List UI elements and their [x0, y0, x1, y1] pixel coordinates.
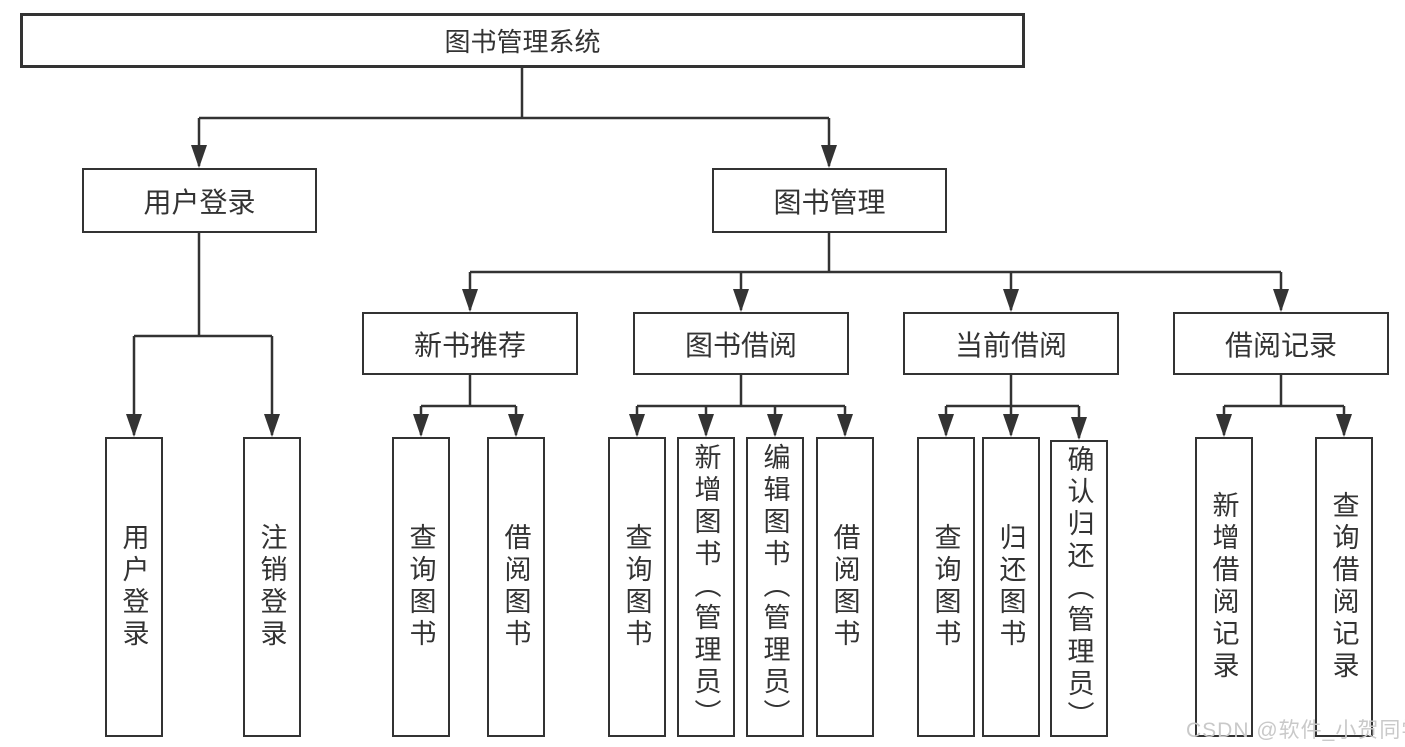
leaf-add-book-admin: 新增图书（管理员） — [677, 437, 735, 737]
leaf-query-books-current: 查询图书 — [917, 437, 975, 737]
node-book-management: 图书管理 — [712, 168, 947, 233]
leaf-edit-book-admin: 编辑图书（管理员） — [746, 437, 804, 737]
leaf-logout: 注销登录 — [243, 437, 301, 737]
node-current-borrow: 当前借阅 — [903, 312, 1119, 375]
leaf-borrow-books-recommend: 借阅图书 — [487, 437, 545, 737]
node-new-book-recommend: 新书推荐 — [362, 312, 578, 375]
leaf-query-borrow-record: 查询借阅记录 — [1315, 437, 1373, 737]
leaf-query-books-borrow: 查询图书 — [608, 437, 666, 737]
connector-stems — [132, 68, 1346, 438]
leaf-return-book: 归还图书 — [982, 437, 1040, 737]
leaf-query-books-recommend: 查询图书 — [392, 437, 450, 737]
leaf-user-login: 用户登录 — [105, 437, 163, 737]
node-book-borrow: 图书借阅 — [633, 312, 849, 375]
node-library-management-system: 图书管理系统 — [20, 13, 1025, 68]
watermark: CSDN @软件_小贺同学 — [1186, 719, 1405, 742]
connector-arrowheads — [126, 145, 1352, 440]
node-user-login: 用户登录 — [82, 168, 317, 233]
node-borrow-records: 借阅记录 — [1173, 312, 1389, 375]
leaf-confirm-return-admin: 确认归还（管理员） — [1050, 440, 1108, 737]
leaf-borrow-books: 借阅图书 — [816, 437, 874, 737]
leaf-add-borrow-record: 新增借阅记录 — [1195, 437, 1253, 737]
